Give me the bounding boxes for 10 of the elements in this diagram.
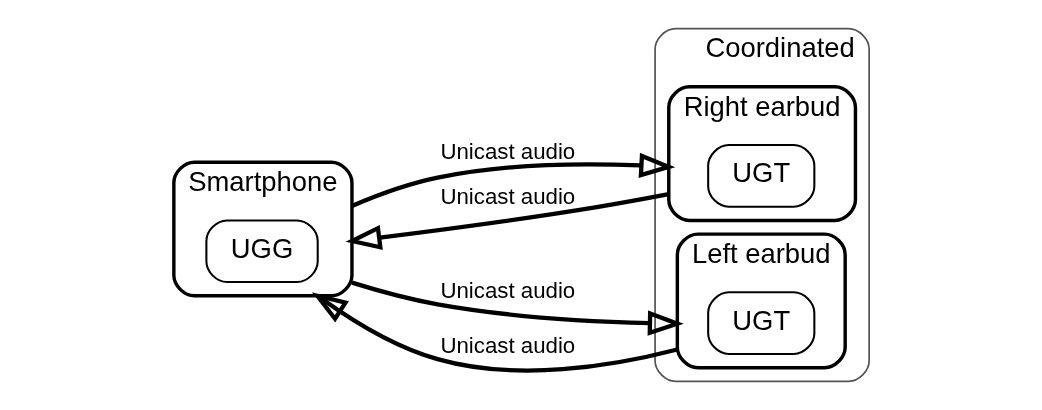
node-box: UGT [706, 291, 815, 355]
arrow [345, 191, 669, 250]
node-box: UGT [706, 144, 815, 208]
arrow [350, 152, 675, 208]
edge-label: Unicast audio [439, 183, 575, 209]
edge-label: Unicast audio [439, 332, 575, 358]
edge-label: Unicast audio [439, 139, 575, 165]
node-box: UGG [204, 219, 319, 284]
arrow [350, 280, 684, 336]
edge-label: Unicast audio [439, 278, 575, 304]
